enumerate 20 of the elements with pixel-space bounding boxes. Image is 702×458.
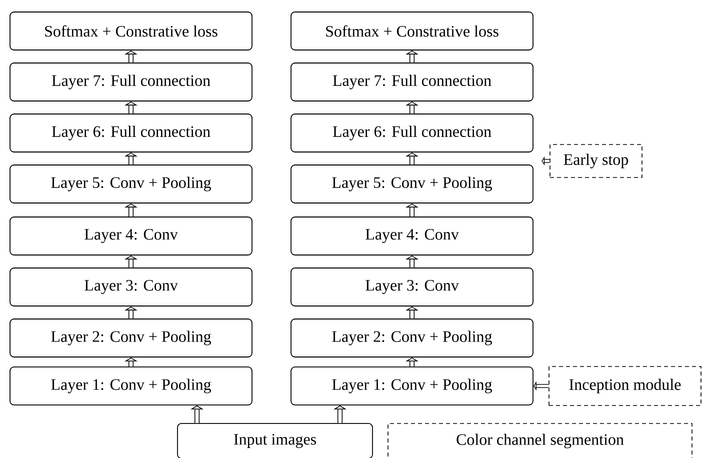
layer-box: Layer 7: Full connection	[290, 62, 534, 102]
layer-box: Layer 5: Conv + Pooling	[10, 164, 252, 204]
dashed-box: Early stop	[550, 144, 642, 178]
layer-box: Layer 6: Full connection	[10, 114, 252, 152]
layer-box: Layer 7: Full connection	[10, 62, 252, 102]
layer-box: Layer 3: Conv	[10, 268, 252, 306]
layer-box: Softmax + Constrative loss	[290, 12, 534, 50]
layer-box: Layer 2: Conv + Pooling	[10, 318, 252, 358]
layer-box: Layer 5: Conv + Pooling	[290, 164, 534, 204]
layer-box: Layer 1: Conv + Pooling	[10, 366, 252, 406]
layer-box: Softmax + Constrative loss	[10, 12, 252, 50]
layer-box: Layer 1: Conv + Pooling	[290, 366, 534, 406]
dashed-box: Color channel segmention	[388, 423, 692, 458]
layer-box: Layer 3: Conv	[290, 268, 534, 306]
dashed-box: Inception module	[548, 366, 702, 406]
layer-box: Layer 4: Conv	[10, 216, 252, 256]
layer-box: Layer 4: Conv	[290, 216, 534, 256]
layer-box: Layer 2: Conv + Pooling	[290, 318, 534, 358]
layer-box: Layer 6: Full connection	[290, 114, 534, 152]
input-box: Input images	[177, 423, 373, 458]
